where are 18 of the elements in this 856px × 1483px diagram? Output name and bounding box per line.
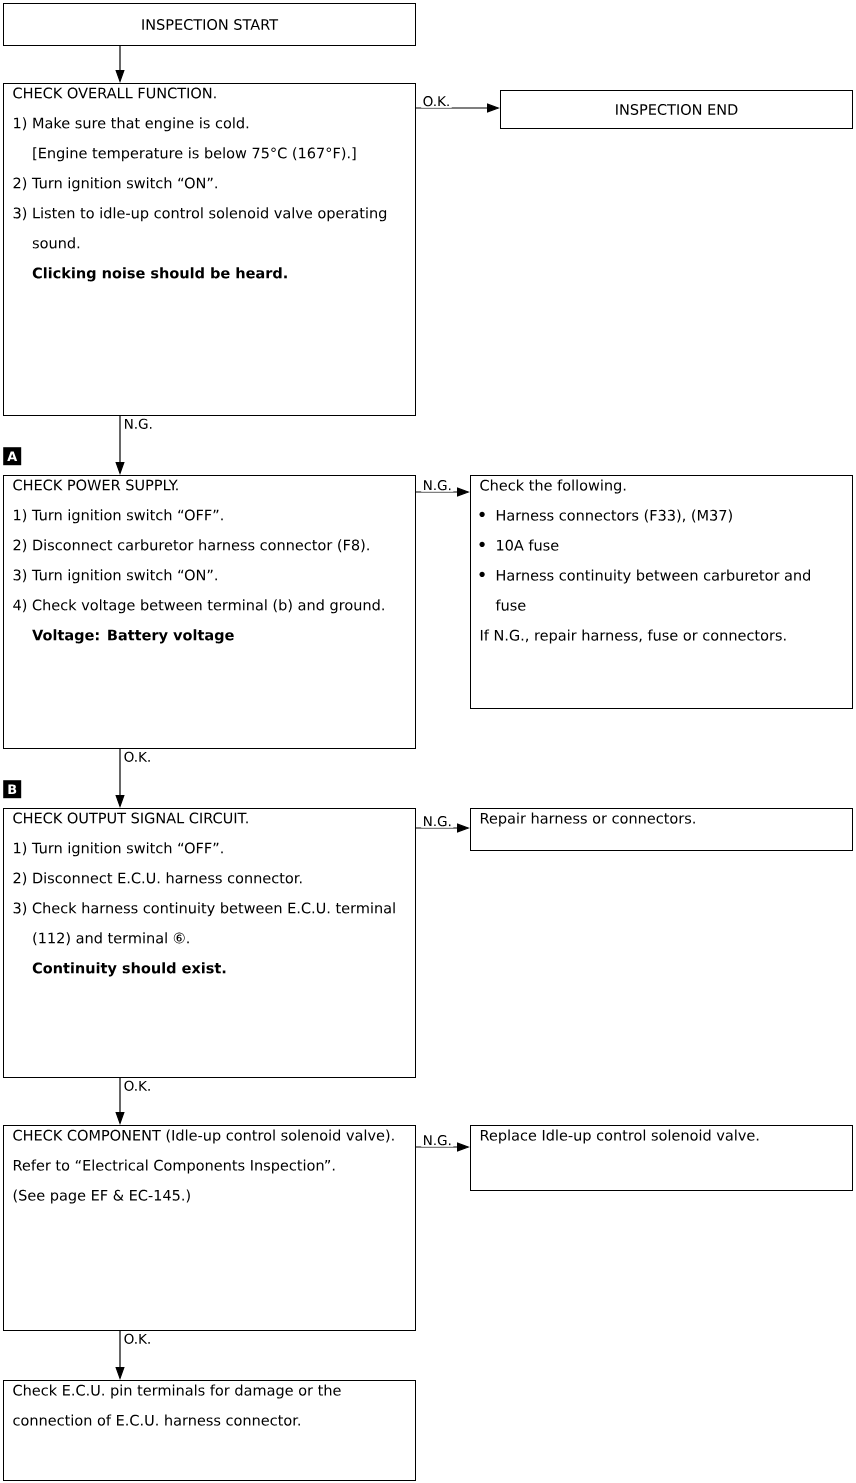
- edge-label: N.G.: [122, 417, 155, 431]
- process-box: Replace Idle-up control solenoid valve.: [470, 1125, 853, 1191]
- process-box: INSPECTION END: [500, 90, 853, 129]
- process-box: CHECK COMPONENT (Idle-up control solenoid valve). Refer to “Electrical Components Inspection”. (See page EF & EC-145.): [3, 1125, 416, 1331]
- edge-label: O.K.: [122, 1079, 153, 1093]
- process-box: Check E.C.U. pin terminals for damage or the connection of E.C.U. harness connector.: [3, 1380, 416, 1481]
- process-box: INSPECTION START: [3, 3, 416, 46]
- edge-label: N.G.: [421, 478, 454, 492]
- process-box: CHECK OUTPUT SIGNAL CIRCUIT. 1) Turn ignition switch “OFF”. 2) Disconnect E.C.U. harness connector. 3) Check harness continuity between E.C.U. terminal (112) and terminal ⑥. Continuity should exist.: [3, 808, 416, 1078]
- edge-label: O.K.: [122, 750, 153, 764]
- edge-label: O.K.: [122, 1332, 153, 1346]
- process-box: CHECK POWER SUPPLY. 1) Turn ignition switch “OFF”. 2) Disconnect carburetor harness connector (F8). 3) Turn ignition switch “ON”. 4) Check voltage between terminal (b) and ground. Voltage: Battery voltage: [3, 475, 416, 749]
- process-box: Check the following. Harness connectors (F33), (M37) 10A fuse Harness continuity between carburetor and fuse If N.G., repair harness, fuse or connectors.: [470, 475, 853, 709]
- edge-label: N.G.: [421, 1133, 454, 1147]
- process-box: Repair harness or connectors.: [470, 808, 853, 851]
- process-box: CHECK OVERALL FUNCTION. 1) Make sure that engine is cold. [Engine temperature is below 75°C (167°F).] 2) Turn ignition switch “ON”. 3) Listen to idle-up control solenoid valve operating sound. Clicking noise should be heard.: [3, 83, 416, 416]
- edge-label: N.G.: [421, 814, 454, 828]
- edge-label: O.K.: [421, 94, 452, 108]
